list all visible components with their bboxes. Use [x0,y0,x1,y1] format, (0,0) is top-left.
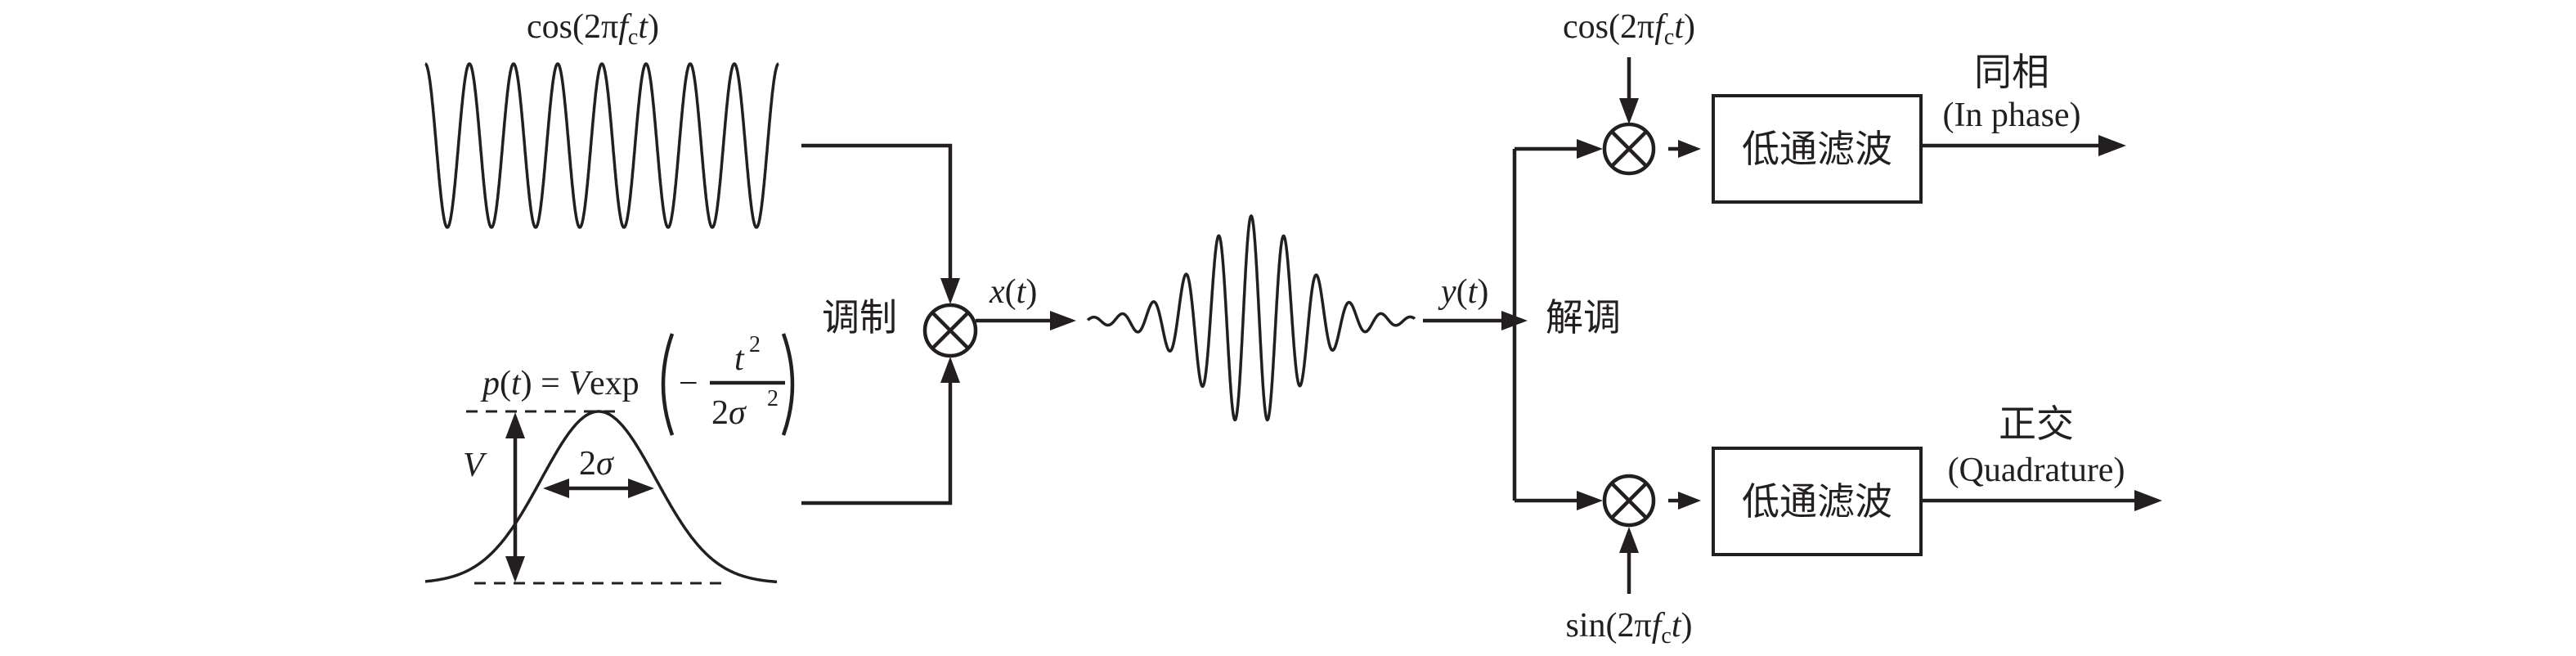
svg-text:−: − [679,365,698,402]
width-arrow-head-left [543,479,569,498]
gaussian-pulse-waveform [424,410,778,584]
arrow-head-quadrature-output [2134,490,2162,511]
svg-text:2: 2 [767,386,779,411]
arrow-head-upper-mixer [1577,139,1603,159]
amplitude-arrow-head-up [505,412,525,438]
ref-sin-label: sin(2πfct) [1566,607,1693,649]
carrier-to-modulator-line [801,143,953,282]
arrow-head-lower-filter [1678,492,1701,510]
arrow-head-upper-filter [1678,140,1701,158]
width-arrow-head-right [628,479,654,498]
upper-lowpass-filter-box [1712,94,1923,204]
svg-text:2σ: 2σ [711,394,747,432]
lower-lowpass-filter-label: 低通滤波 [1742,481,1892,523]
ref-cos-label: cos(2πfct) [1563,8,1695,50]
arrow-head-ref-cos [1619,98,1639,124]
in-phase-label-zh: 同相 [1974,52,2049,93]
pulse-to-modulator-line [801,378,953,505]
x-signal-label: x(t) [989,273,1037,311]
amplitude-arrow-head-down [505,556,525,582]
quadrature-label-zh: 正交 [1999,403,2074,445]
arrow-head-x [1050,311,1076,330]
upper-mixer-icon [1602,122,1656,176]
arrow-head-in-phase-output [2098,135,2126,156]
svg-text:2: 2 [749,332,761,357]
svg-text:p(t) = Vexp: p(t) = Vexp [480,365,640,402]
carrier-waveform [424,62,779,229]
y-signal-label: y(t) [1438,273,1488,311]
modulator-mixer-icon [922,303,978,358]
upper-lowpass-filter-label: 低通滤波 [1742,128,1892,170]
arrow-head-ref-sin [1619,527,1639,553]
carrier-label: cos(2πfct) [527,8,659,50]
quadrature-label-en: (Quadrature) [1948,452,2125,489]
lower-mixer-icon [1602,474,1656,528]
arrow-head-carrier-in [940,278,960,304]
demodulation-label: 解调 [1546,297,1621,339]
amplitude-label: V [463,447,487,484]
pulse-formula: p(t) = Vexp − t 2 2σ 2 [480,332,795,436]
modulation-label: 调制 [822,297,897,339]
arrow-head-pulse-in [940,357,960,383]
arrow-head-lower-mixer [1577,491,1603,510]
width-label: 2σ [579,445,615,483]
modulated-waveform [1086,213,1416,422]
svg-text:t: t [734,340,745,378]
in-phase-label-en: (In phase) [1942,97,2080,134]
